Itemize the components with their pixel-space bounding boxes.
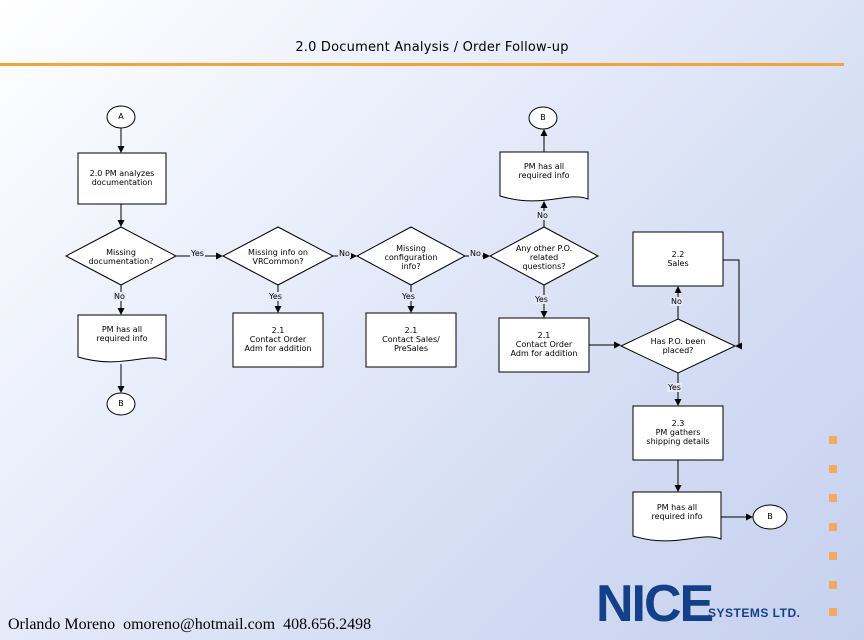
process-contact-sales	[365, 312, 457, 368]
missing-doc-label: Missing documentation?	[88, 248, 154, 266]
contact-sales-label: 2.1 Contact Sales/ PreSales	[382, 326, 440, 353]
logo-sub-text: SYSTEMS LTD.	[708, 606, 801, 620]
connector-b-1	[106, 392, 136, 416]
contact-order-2-label: 2.1 Contact Order Adm for addition	[510, 331, 578, 358]
connector-a-label: A	[118, 112, 124, 121]
decor-square	[829, 581, 837, 589]
decor-square	[829, 552, 837, 560]
contact-order-1-label: 2.1 Contact Order Adm for addition	[244, 326, 312, 353]
title-rule	[0, 63, 844, 66]
decor-square	[829, 436, 837, 444]
document-pm-all-top	[499, 151, 589, 202]
edge-label-yes: Yes	[190, 249, 205, 258]
po-placed-label: Has P.O. been placed?	[650, 337, 706, 355]
pm-all-1-label: PM has all required info	[96, 325, 148, 343]
edge-label-no: No	[338, 249, 351, 258]
pm-all-top-label: PM has all required info	[518, 162, 570, 180]
decor-square	[829, 494, 837, 502]
process-sales	[632, 231, 724, 287]
connector-b-bottom	[752, 504, 788, 530]
edge-label-yes: Yes	[667, 383, 682, 392]
document-pm-all-bottom	[632, 491, 722, 542]
other-po-label: Any other P.O. related questions?	[515, 244, 573, 271]
connector-b-1-label: B	[118, 399, 124, 408]
page-title: 2.0 Document Analysis / Order Follow-up	[295, 40, 569, 55]
edge-label-no: No	[670, 297, 683, 306]
logo-main-text: NICE	[596, 575, 714, 633]
process-contact-order-1	[232, 312, 324, 368]
decor-square	[829, 523, 837, 531]
edge-label-no: No	[536, 211, 549, 220]
pm-gathers-label: 2.3 PM gathers shipping details	[646, 419, 710, 446]
edge-label-yes: Yes	[268, 292, 283, 301]
pm-all-bottom-label: PM has all required info	[651, 503, 703, 521]
nice-logo: NICE	[596, 575, 714, 633]
edge-label-no: No	[113, 292, 126, 301]
decor-square	[829, 608, 837, 616]
edge-label-no: No	[469, 249, 482, 258]
missing-vrc-label: Missing info on VRCommon?	[248, 248, 308, 266]
connector-b-bottom-label: B	[767, 512, 773, 521]
pm-analyzes-label: 2.0 PM analyzes documentation	[89, 169, 155, 187]
connector-b-top-label: B	[540, 113, 546, 122]
sales-label: 2.2 Sales	[667, 250, 689, 268]
edge-label-yes: Yes	[534, 295, 549, 304]
document-pm-all-1	[77, 314, 167, 363]
process-pm-gathers	[632, 405, 724, 461]
decor-square	[829, 465, 837, 473]
missing-config-label: Missing configuration info?	[384, 244, 438, 271]
edge-label-yes: Yes	[401, 292, 416, 301]
process-pm-analyzes	[77, 152, 167, 205]
footer-contact: Orlando Moreno omoreno@hotmail.com 408.6…	[8, 616, 372, 633]
